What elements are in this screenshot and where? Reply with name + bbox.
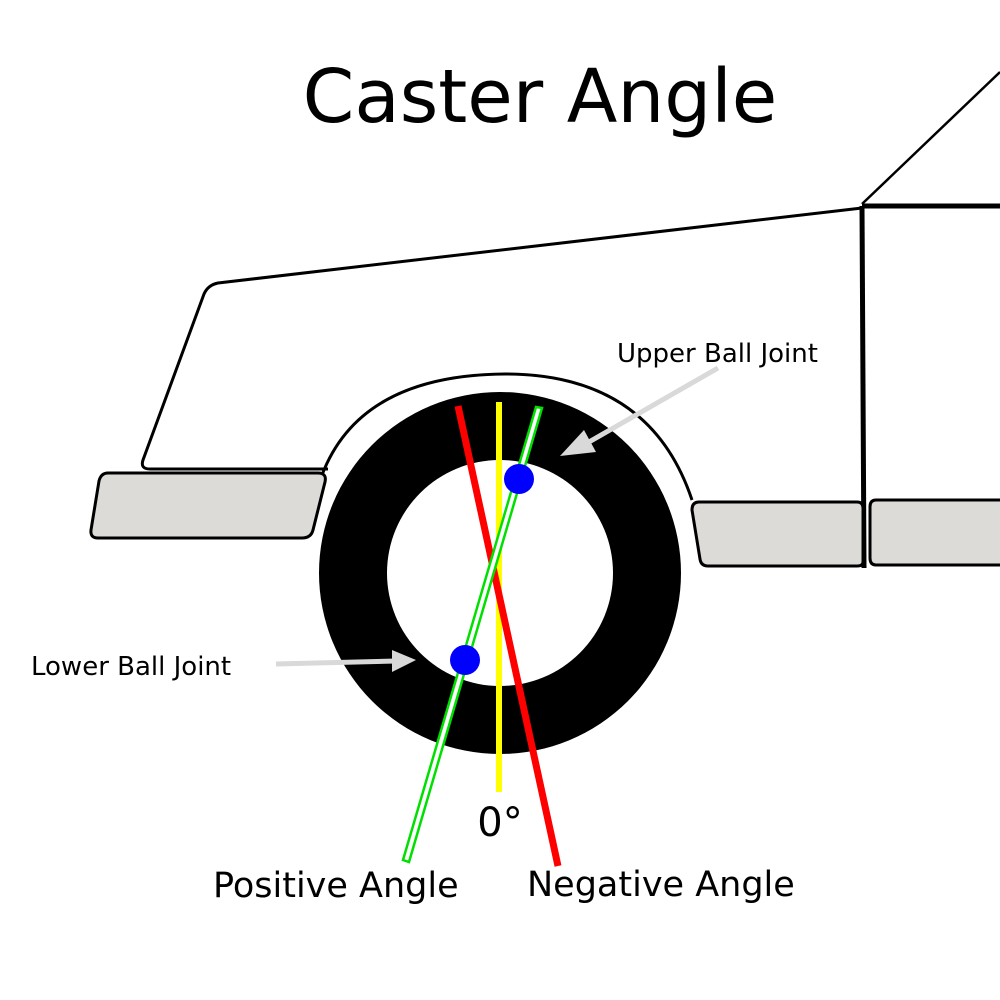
wheel-arch [320,372,694,501]
rear-fender-trim-panel [690,500,865,568]
trim-panels [89,471,1000,568]
door-trim-panel [868,498,1000,567]
diagram-title: Caster Angle [303,54,778,140]
front-fender-outline [140,206,863,471]
positive-angle-label: Positive Angle [213,866,459,906]
upper-arrow-head [560,430,596,456]
windshield-line [861,71,1000,205]
upper-ball-joint-marker [504,464,534,494]
negative-angle-line [454,405,562,867]
zero-degree-label: 0° [477,800,522,846]
lower-ball-joint-label: Lower Ball Joint [31,652,231,682]
callout-arrows [275,365,720,672]
upper-arrow-shaft [580,365,720,449]
lower-arrow-head [392,650,416,672]
upper-ball-joint-label: Upper Ball Joint [617,339,818,369]
angle-lines [401,402,562,867]
negative-angle-label: Negative Angle [527,865,795,905]
lower-arrow-shaft [275,658,397,667]
front-bumper-panel [89,471,327,540]
positive-angle-line [401,405,544,864]
lower-ball-joint-marker [450,645,480,675]
